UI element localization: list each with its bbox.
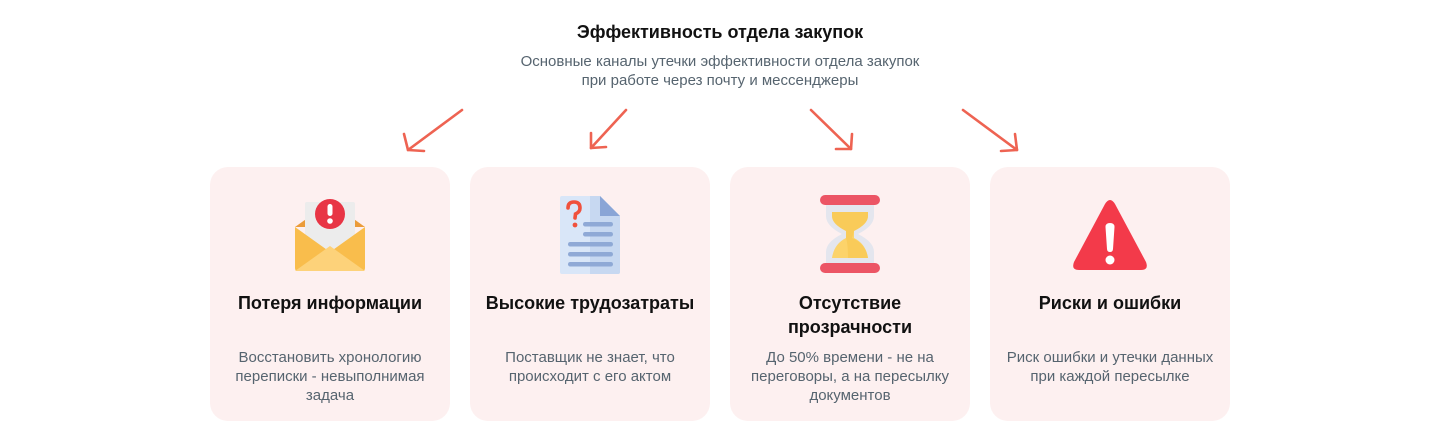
card-lack-of-transparency: Отсутствие прозрачности До 50% времени -… [730,167,970,421]
card-title: Высокие трудозатраты [485,293,695,313]
arrow-down-right-icon [809,108,854,151]
card-high-labor-costs: Высокие трудозатраты Поставщик не знает,… [470,167,710,421]
card-description: Восстановить хронологию переписки - невы… [235,349,425,404]
envelope-alert-icon [210,194,450,274]
card-description: До 50% времени - не на переговоры, а на … [751,349,949,404]
hourglass-icon [730,194,970,274]
arrow-down-left-icon [402,108,464,153]
diagram-subtitle: Основные каналы утечки эффективности отд… [0,52,1440,90]
diagram-title: Эффективность отдела закупок [576,22,864,42]
document-question-icon [470,194,710,274]
card-description: Риск ошибки и утечки данных при каждой п… [1006,349,1214,385]
card-title: Отсутствие прозрачности [787,293,913,337]
subtitle-line-2: при работе через почту и мессенджеры [581,72,859,89]
card-title: Риски и ошибки [1038,293,1182,313]
warning-triangle-icon [990,194,1230,274]
subtitle-line-1: Основные каналы утечки эффективности отд… [520,53,920,70]
arrow-down-left-icon [589,108,628,150]
card-title: Потеря информации [237,293,423,313]
card-information-loss: Потеря информации Восстановить хронологи… [210,167,450,421]
card-risks-and-errors: Риски и ошибки Риск ошибки и утечки данн… [990,167,1230,421]
card-description: Поставщик не знает, что происходит с его… [505,349,675,385]
arrow-down-right-icon [961,108,1019,153]
